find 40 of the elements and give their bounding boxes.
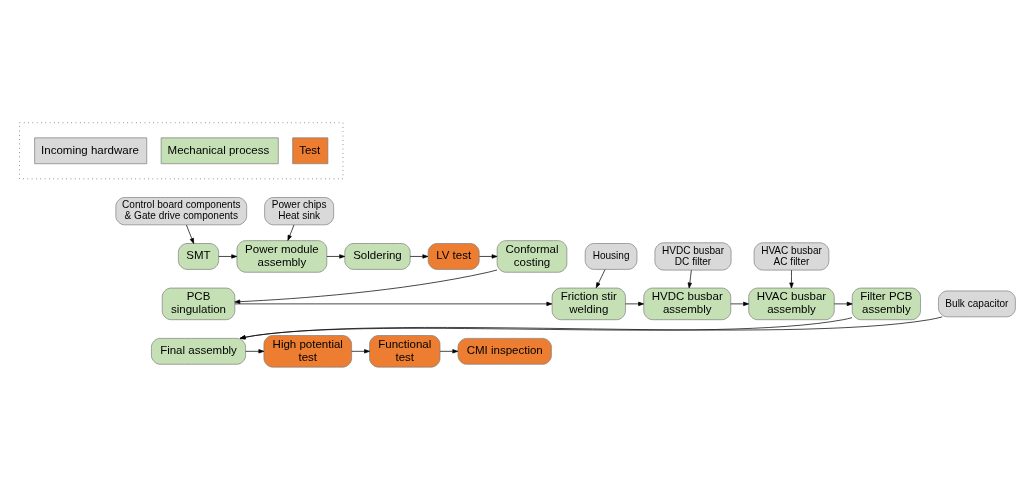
legend-label: Test <box>299 143 321 156</box>
arrow <box>730 301 749 306</box>
arrow <box>326 253 346 259</box>
node-box: Soldering <box>344 242 411 270</box>
arrow <box>687 269 692 288</box>
node-box: CMI inspection <box>457 337 552 365</box>
arrow <box>245 348 265 353</box>
node-box: Housing <box>584 242 638 270</box>
node-box: Conformal costing <box>496 239 568 273</box>
node-box: High potential test <box>263 334 352 367</box>
node-box: HVAC busbar assembly <box>748 287 835 320</box>
arrow <box>409 253 429 259</box>
node-box: Functional test <box>369 334 441 367</box>
node-box: Friction stir welding <box>551 287 626 320</box>
node-box: HVAC busbar AC filter <box>753 241 830 270</box>
node-box: Control board components & Gate drive components <box>115 196 247 225</box>
arrow <box>789 269 794 288</box>
arrow <box>287 224 295 241</box>
arrow <box>595 268 606 288</box>
node-box: PCB singulation <box>161 287 236 320</box>
node-box: Bulk capacitor <box>938 290 1016 317</box>
arrow <box>439 348 459 353</box>
node-box: Final assembly <box>151 337 246 365</box>
node-box: Power chips Heat sink <box>264 196 334 225</box>
node-box: LV test <box>427 242 480 270</box>
node-box: HVDC busbar DC filter <box>654 241 732 270</box>
arrow <box>186 224 195 244</box>
legend-label: Mechanical process <box>167 143 270 156</box>
arrow <box>625 301 644 306</box>
node-box: Filter PCB assembly <box>851 287 921 320</box>
node-box: Power module assembly <box>236 239 328 273</box>
arrow <box>833 301 853 306</box>
arrow <box>218 253 238 259</box>
node-box: HVDC busbar assembly <box>643 287 732 320</box>
arrow <box>479 253 498 259</box>
arrow <box>351 348 370 353</box>
arrow <box>234 269 498 304</box>
arrow <box>234 301 553 306</box>
legend-label: Incoming hardware <box>41 143 139 156</box>
node-box: SMT <box>178 242 219 270</box>
